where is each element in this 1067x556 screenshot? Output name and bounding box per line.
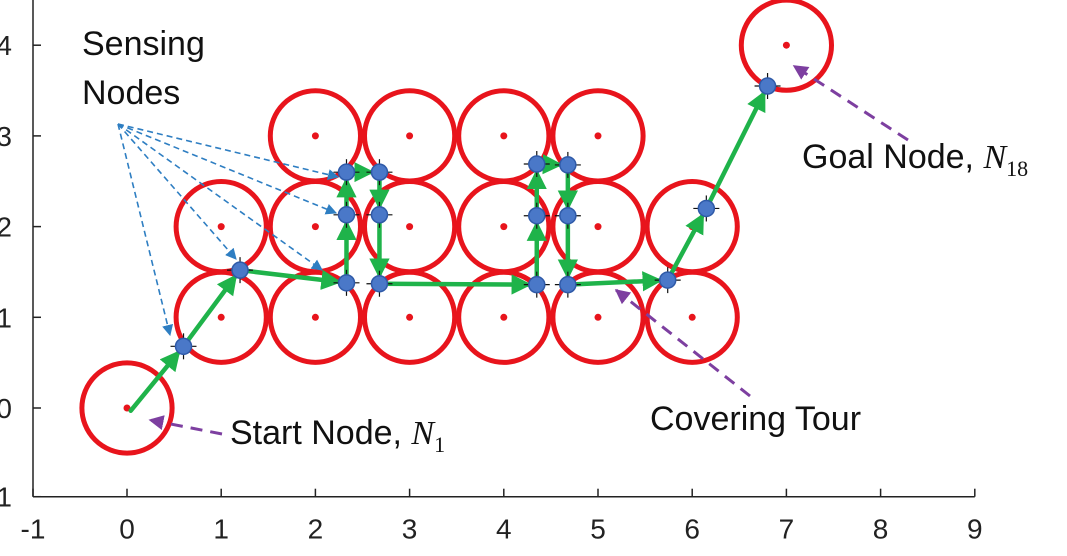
annotation-goal-node: Goal Node, N18 <box>802 138 1028 181</box>
y-tick-label: 3 <box>0 121 12 152</box>
svg-text:Start Node, N1: Start Node, N1 <box>230 414 445 457</box>
tour-segment <box>237 267 342 290</box>
x-tick-label: 9 <box>967 514 983 545</box>
sensing-point <box>528 206 546 225</box>
node-center <box>217 223 225 231</box>
x-tick-label: 3 <box>402 514 418 545</box>
annotation-covering-tour: Covering Tour <box>650 400 861 438</box>
node-circle <box>79 360 175 456</box>
sensing-point <box>528 155 546 173</box>
sensing-points <box>170 73 781 360</box>
svg-text:Goal Node, N18: Goal Node, N18 <box>802 138 1028 181</box>
tour-segment <box>565 271 663 292</box>
sensing-point <box>370 274 389 293</box>
node-circle <box>738 0 834 93</box>
covering-tour-pointer <box>614 288 751 398</box>
y-tick-label: 0 <box>0 393 12 424</box>
sensing-point <box>658 271 677 289</box>
node-center <box>406 132 414 140</box>
sensing-point <box>697 199 716 218</box>
node-center <box>311 132 319 140</box>
x-tick-label: 4 <box>496 514 512 545</box>
node-center <box>594 313 602 321</box>
node-circle <box>550 88 646 184</box>
tour-segment <box>128 350 181 413</box>
node-center <box>406 223 414 231</box>
sensing-point <box>559 206 577 225</box>
node-center <box>217 313 225 321</box>
x-tick-label: 2 <box>308 514 324 545</box>
start-node-pointer <box>148 415 223 436</box>
node-circle <box>173 179 269 275</box>
node-center <box>500 223 508 231</box>
axes: -1 0 1 2 3 4 5 6 7 8 9 -1 0 1 2 3 4 <box>0 0 983 545</box>
node-center <box>594 132 602 140</box>
tour-segment <box>704 90 766 211</box>
node-circle <box>456 88 552 184</box>
sensing-point <box>337 163 356 181</box>
x-tick-label: 6 <box>684 514 700 545</box>
node-circles <box>79 0 834 456</box>
sensing-pointer <box>117 123 323 271</box>
sensing-point <box>559 156 577 174</box>
x-tick-label: 7 <box>779 514 795 545</box>
node-center <box>688 313 696 321</box>
sensing-pointer <box>117 123 340 181</box>
node-center <box>594 223 602 231</box>
sensing-point <box>337 206 356 224</box>
sensing-point <box>174 337 193 356</box>
x-tick-label: 0 <box>119 514 135 545</box>
annotation-start-symbol: N <box>410 415 436 452</box>
x-tick-label: 8 <box>873 514 889 545</box>
tour-segment <box>377 274 532 295</box>
annotation-sensing-nodes: Sensing Nodes <box>82 25 205 112</box>
annotation-arrows <box>148 64 909 436</box>
sensing-point <box>370 206 389 224</box>
node-center <box>311 313 319 321</box>
tour-segment <box>181 274 238 349</box>
node-center <box>311 223 319 231</box>
node-circle <box>267 88 363 184</box>
annotation-goal-symbol: N <box>982 139 1008 176</box>
node-circle <box>644 179 740 275</box>
sensing-node-pointers <box>117 123 340 337</box>
node-center <box>500 313 508 321</box>
y-tick-label: 1 <box>0 302 12 333</box>
node-circle <box>362 88 458 184</box>
y-tick-label: -1 <box>0 482 12 513</box>
annotation-covering-text: Covering Tour <box>650 400 861 438</box>
x-tick-label: 5 <box>590 514 606 545</box>
sensing-point <box>337 274 356 292</box>
sensing-pointer <box>117 123 174 337</box>
y-tick-label: 4 <box>0 30 12 61</box>
annotation-start-node: Start Node, N1 <box>230 414 445 457</box>
annotation-goal-subscript: 18 <box>1006 156 1028 181</box>
annotation-sensing-line1: Sensing <box>82 25 205 63</box>
x-tick-label: 1 <box>213 514 229 545</box>
tour-segment <box>665 212 705 283</box>
annotation-start-subscript: 1 <box>434 432 445 457</box>
node-center <box>782 41 790 49</box>
y-tick-label: 2 <box>0 212 12 243</box>
node-center <box>406 313 414 321</box>
x-tick-label: -1 <box>21 514 46 545</box>
sensing-point <box>528 275 546 294</box>
sensing-point <box>758 77 777 95</box>
annotation-start-text: Start Node, <box>230 414 411 452</box>
annotation-goal-text: Goal Node, <box>802 138 983 176</box>
annotation-sensing-line2: Nodes <box>82 74 180 112</box>
sensing-point <box>370 163 389 181</box>
sensing-point <box>559 275 577 294</box>
sensing-point <box>231 261 249 279</box>
node-center <box>500 132 508 140</box>
goal-node-pointer <box>792 64 909 142</box>
